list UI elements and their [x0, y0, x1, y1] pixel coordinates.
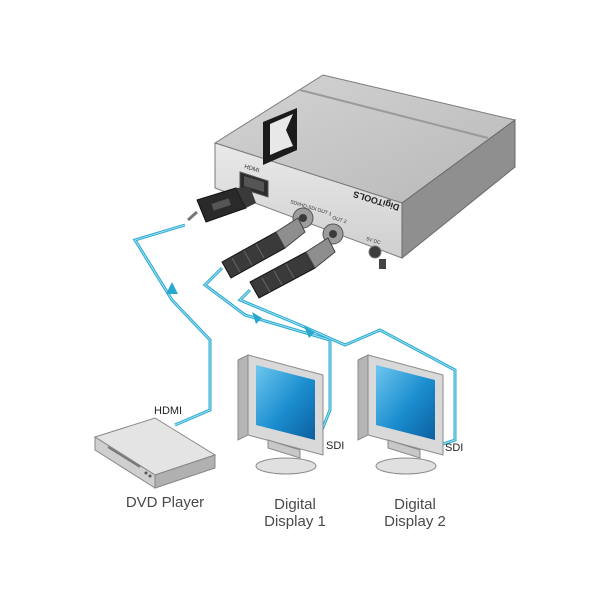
dvd-hdmi-label: HDMI: [154, 405, 183, 417]
hdmi-signal-arrow: [166, 282, 178, 294]
hdmi-cable: [132, 187, 256, 427]
sdi-cable-1: [202, 217, 332, 441]
display-1-screen: [256, 365, 315, 440]
display-2-sdi-label: SDI: [445, 442, 464, 454]
power-port-label: 5V DC: [365, 236, 381, 246]
hdmi-input-port: [239, 171, 269, 198]
kramer-logo: [263, 108, 297, 165]
sdi-1-signal-arrow: [252, 312, 262, 324]
display-1-label-line1: Digital: [274, 496, 316, 513]
digital-display-2: [357, 354, 444, 475]
sdi-out-2-port-label: OUT 2: [331, 215, 347, 225]
display-1-label: Digital Display 1: [250, 496, 340, 531]
display-1-sdi-label: SDI: [326, 440, 345, 452]
display-2-label-line2: Display 2: [384, 513, 446, 531]
display-2-label: Digital Display 2: [370, 496, 460, 531]
hdmi-port-label: HDMI: [243, 164, 260, 174]
display-2-screen: [376, 365, 435, 440]
digital-display-1: [237, 354, 324, 475]
sdi-cable-2: [237, 237, 457, 447]
power-port: [368, 245, 386, 269]
hdmi-to-sdi-converter: HDMI SDI/HD-SDI OUT 1 OUT 2 5V DC DigiTO…: [213, 74, 517, 269]
display-2-label-line1: Digital: [394, 496, 436, 513]
dvd-player-label: DVD Player: [125, 494, 205, 511]
sdi-2-signal-arrow: [304, 326, 315, 338]
display-1-label-line2: Display 1: [264, 513, 326, 531]
dvd-player: [93, 417, 217, 489]
